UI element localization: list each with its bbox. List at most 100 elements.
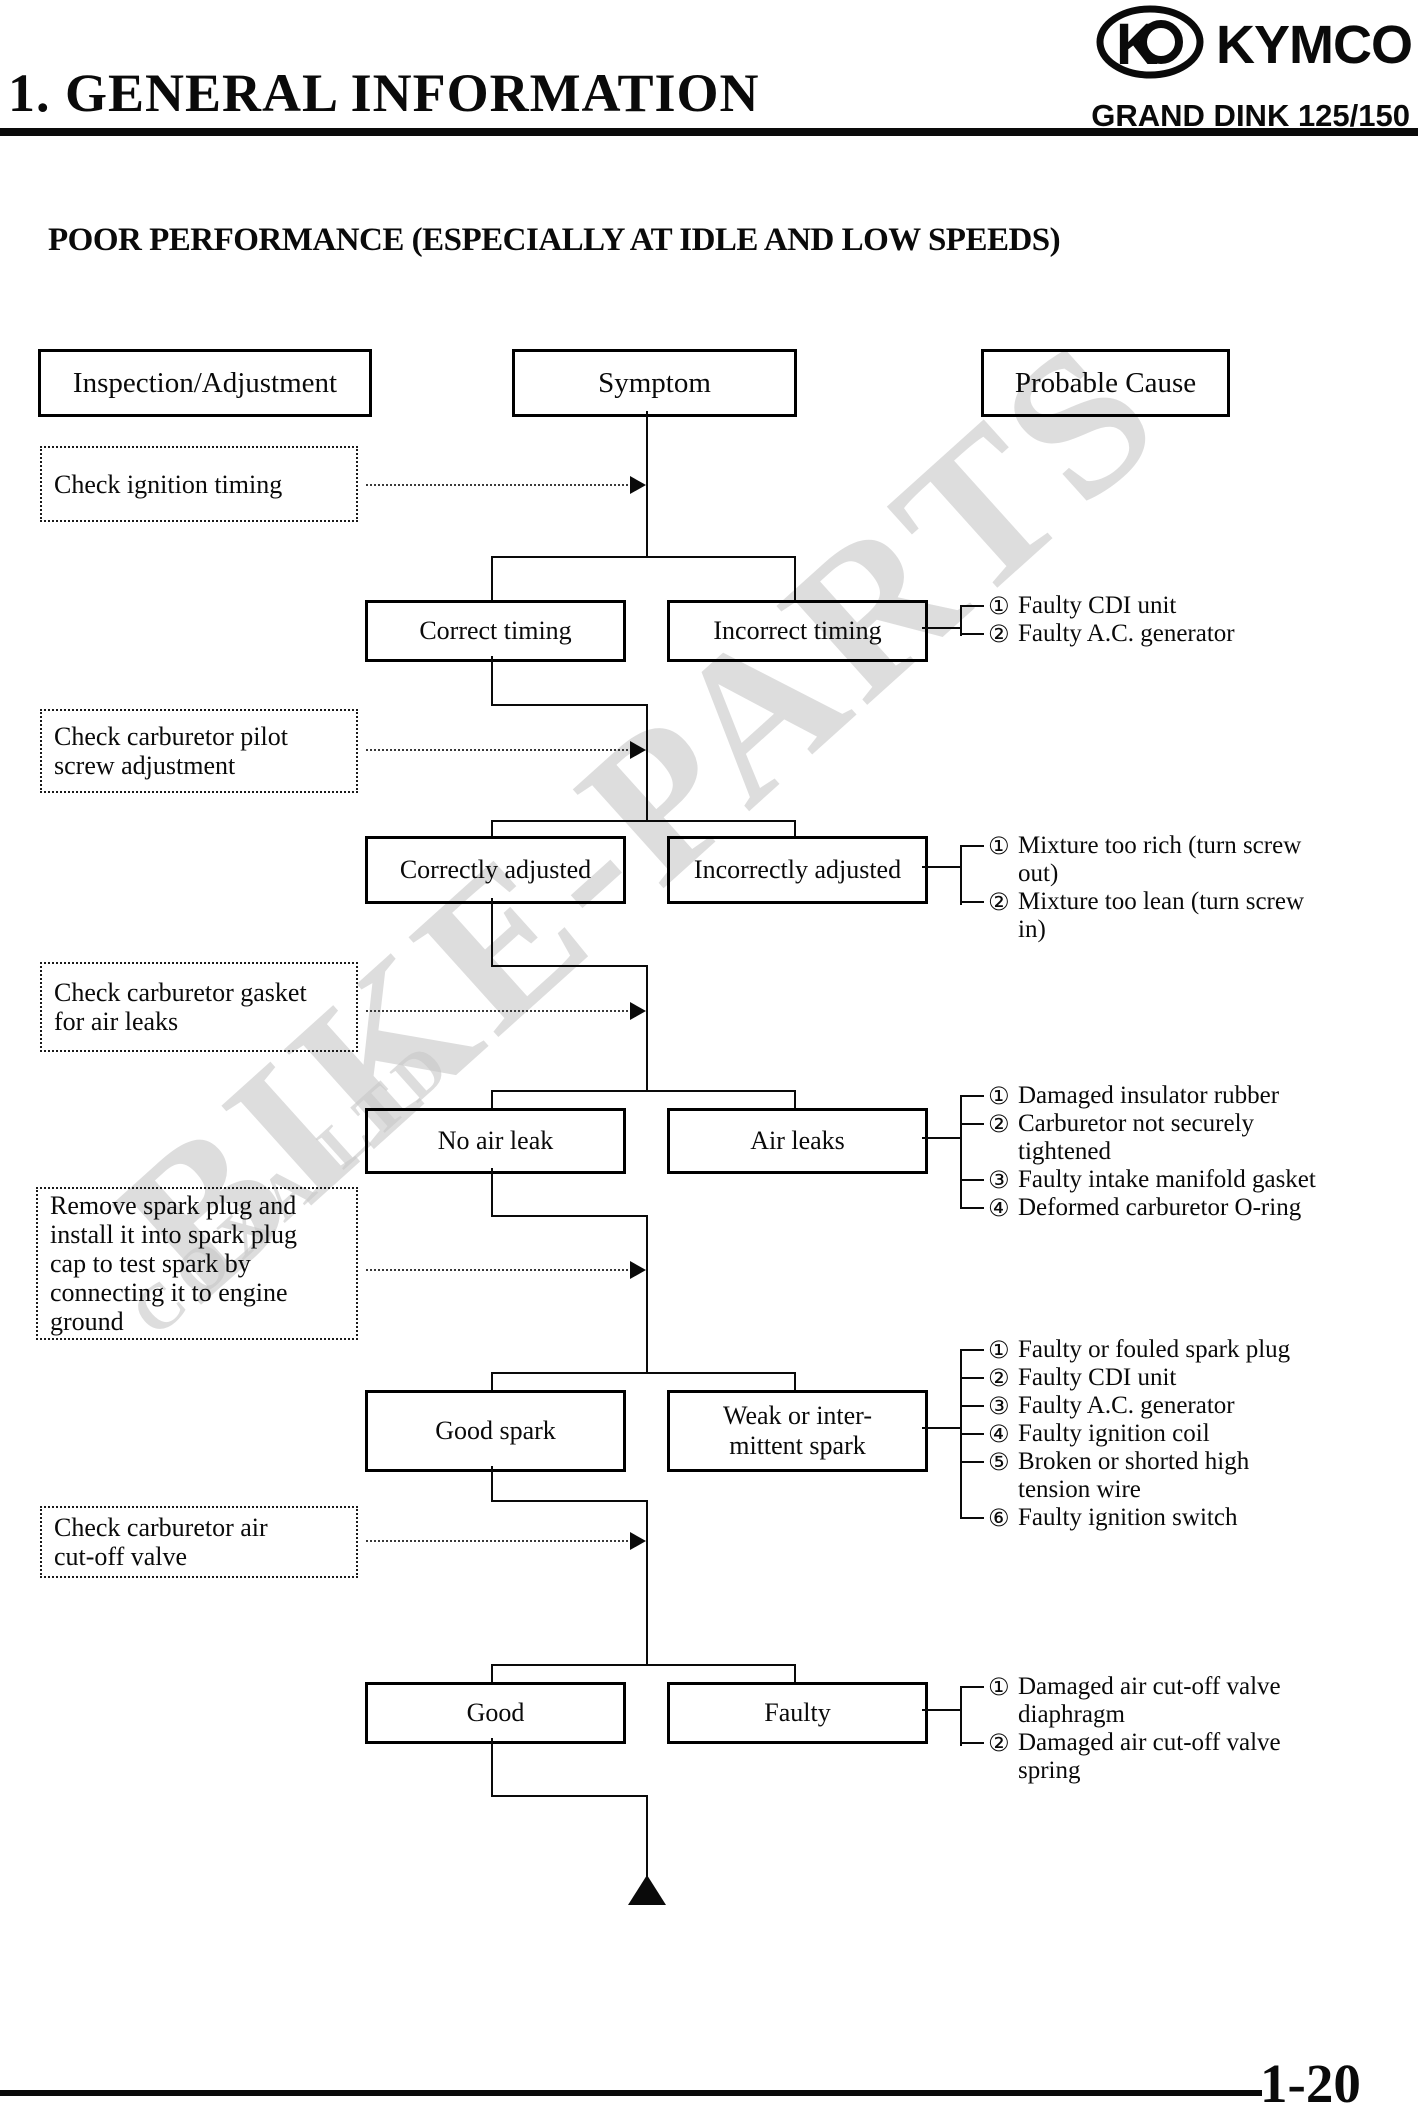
connector-line xyxy=(491,656,493,706)
cause-bracket xyxy=(960,1179,984,1181)
circled-number: ② xyxy=(988,888,1010,916)
inspection-box-spark-plug-test: Remove spark plug and install it into sp… xyxy=(36,1187,358,1340)
circled-number: ⑥ xyxy=(988,1504,1010,1532)
dotted-arrow xyxy=(366,484,632,486)
cause-bracket xyxy=(960,1207,984,1209)
brand-header: K KYMCO xyxy=(1094,4,1413,85)
cause-bracket xyxy=(960,845,984,847)
cause-bracket xyxy=(960,1461,984,1463)
connector-line xyxy=(491,1466,493,1502)
connector-line xyxy=(491,556,796,558)
svg-text:K: K xyxy=(1116,12,1158,77)
dotted-arrow xyxy=(366,749,632,751)
cause-bracket xyxy=(922,1137,962,1139)
cause-bracket xyxy=(922,1427,962,1429)
dotted-arrow-head xyxy=(630,1002,646,1020)
connector-line xyxy=(491,1372,493,1390)
page-number: 1-20 xyxy=(1260,2053,1361,2114)
connector-line xyxy=(491,1664,493,1682)
cause-bracket xyxy=(960,845,962,905)
column-header-symptom: Symptom xyxy=(512,349,797,417)
cause-bracket xyxy=(960,1517,984,1519)
circled-number: ③ xyxy=(988,1392,1010,1420)
symptom-box-no-air-leak: No air leak xyxy=(365,1108,626,1174)
symptom-box-good: Good xyxy=(365,1682,626,1744)
cause-bracket xyxy=(960,605,962,636)
connector-line xyxy=(491,1500,648,1502)
symptom-box-incorrectly-adjusted: Incorrectly adjusted xyxy=(667,836,928,904)
cause-bracket xyxy=(960,1405,984,1407)
inspection-box-air-cutoff-valve: Check carburetor air cut-off valve xyxy=(40,1506,358,1578)
connector-line xyxy=(646,965,648,1092)
connector-line xyxy=(491,556,493,600)
connector-line xyxy=(491,1795,648,1797)
symptom-box-air-leaks: Air leaks xyxy=(667,1108,928,1174)
connector-line xyxy=(646,1795,648,1877)
inspection-box-ignition-timing: Check ignition timing xyxy=(40,446,358,522)
dotted-arrow-head xyxy=(630,1261,646,1279)
connector-line xyxy=(491,704,648,706)
connector-line xyxy=(491,1372,796,1374)
dotted-arrow-head xyxy=(630,1532,646,1550)
kymco-logo-icon: K xyxy=(1094,4,1206,85)
connector-line xyxy=(491,1664,796,1666)
connector-line xyxy=(794,1090,796,1108)
dotted-arrow xyxy=(366,1540,632,1542)
connector-line xyxy=(646,1500,648,1666)
cause-bracket xyxy=(960,1095,962,1209)
connector-line xyxy=(491,1168,493,1217)
circled-number: ① xyxy=(988,592,1010,620)
page-title: POOR PERFORMANCE (ESPECIALLY AT IDLE AND… xyxy=(48,222,1061,258)
model-name: GRAND DINK 125/150 xyxy=(1091,98,1410,133)
footer-rule xyxy=(0,2090,1262,2096)
inspection-box-pilot-screw: Check carburetor pilot screw adjustment xyxy=(40,709,358,793)
connector-line xyxy=(794,1664,796,1682)
connector-line xyxy=(491,898,493,967)
symptom-box-faulty: Faulty xyxy=(667,1682,928,1744)
cause-bracket xyxy=(960,1433,984,1435)
cause-bracket xyxy=(960,1377,984,1379)
connector-line xyxy=(491,1738,493,1797)
dotted-arrow xyxy=(366,1010,632,1012)
circled-number: ② xyxy=(988,1110,1010,1138)
connector-line xyxy=(491,1090,796,1092)
connector-line xyxy=(491,965,648,967)
column-header-inspection: Inspection/Adjustment xyxy=(38,349,372,417)
connector-line xyxy=(491,820,796,822)
header-rule xyxy=(0,128,1418,136)
symptom-box-weak-spark: Weak or inter- mittent spark xyxy=(667,1390,928,1472)
connector-line xyxy=(794,1372,796,1390)
connector-line xyxy=(491,820,493,836)
connector-line xyxy=(491,1215,648,1217)
dotted-arrow-head xyxy=(630,741,646,759)
circled-number: ① xyxy=(988,1673,1010,1701)
cause-bracket xyxy=(922,866,962,868)
cause-bracket xyxy=(960,1686,984,1688)
circled-number: ② xyxy=(988,1729,1010,1757)
connector-line xyxy=(491,1090,493,1108)
dotted-arrow xyxy=(366,1269,632,1271)
cause-bracket xyxy=(922,1709,962,1711)
cause-bracket xyxy=(922,627,962,629)
circled-number: ② xyxy=(988,1364,1010,1392)
circled-number: ① xyxy=(988,1336,1010,1364)
cause-bracket xyxy=(960,1095,984,1097)
symptom-box-correct-timing: Correct timing xyxy=(365,600,626,662)
cause-bracket xyxy=(960,633,984,635)
cause-bracket xyxy=(960,1742,984,1744)
connector-line xyxy=(646,704,648,822)
dotted-arrow-head xyxy=(630,476,646,494)
